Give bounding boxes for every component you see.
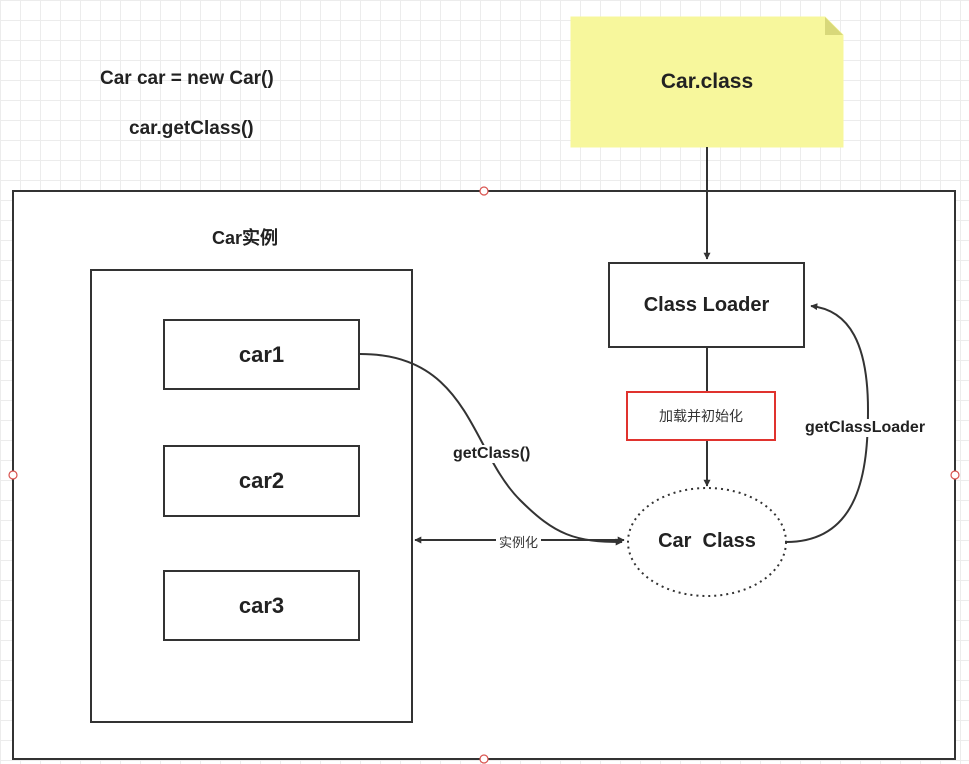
handle-right[interactable]	[950, 470, 960, 480]
handle-bottom[interactable]	[479, 754, 489, 764]
instance-label-car2: car2	[238, 468, 285, 493]
load-init-label: 加载并初始化	[626, 391, 776, 441]
instance-box-car3[interactable]: car3	[163, 570, 360, 641]
getclassloader-label: getClassLoader	[803, 419, 928, 437]
car-class-note-label: Car.class	[660, 70, 754, 93]
instance-label-car1: car1	[238, 341, 285, 367]
instance-label-car3: car3	[238, 592, 285, 618]
handle-left[interactable]	[8, 470, 18, 480]
code-line-get-class: car.getClass()	[129, 118, 254, 139]
handle-top[interactable]	[479, 186, 489, 196]
instance-box-car1[interactable]: car1	[163, 319, 360, 390]
instantiate-label: 实例化	[496, 532, 542, 551]
class-loader-box[interactable]: Class Loader	[608, 262, 805, 348]
car-class-note[interactable]	[570, 16, 844, 148]
class-loader-label: Class Loader	[643, 293, 770, 316]
note-fold	[825, 17, 843, 35]
arrow-getclassloader	[785, 303, 870, 543]
instance-box-car2[interactable]: car2	[163, 445, 360, 517]
code-line-new-car: Car car = new Car()	[100, 68, 274, 89]
car-class-label: Car Class	[658, 530, 756, 552]
instances-title: Car实例	[212, 228, 279, 248]
getclass-label: getClass()	[451, 445, 533, 463]
